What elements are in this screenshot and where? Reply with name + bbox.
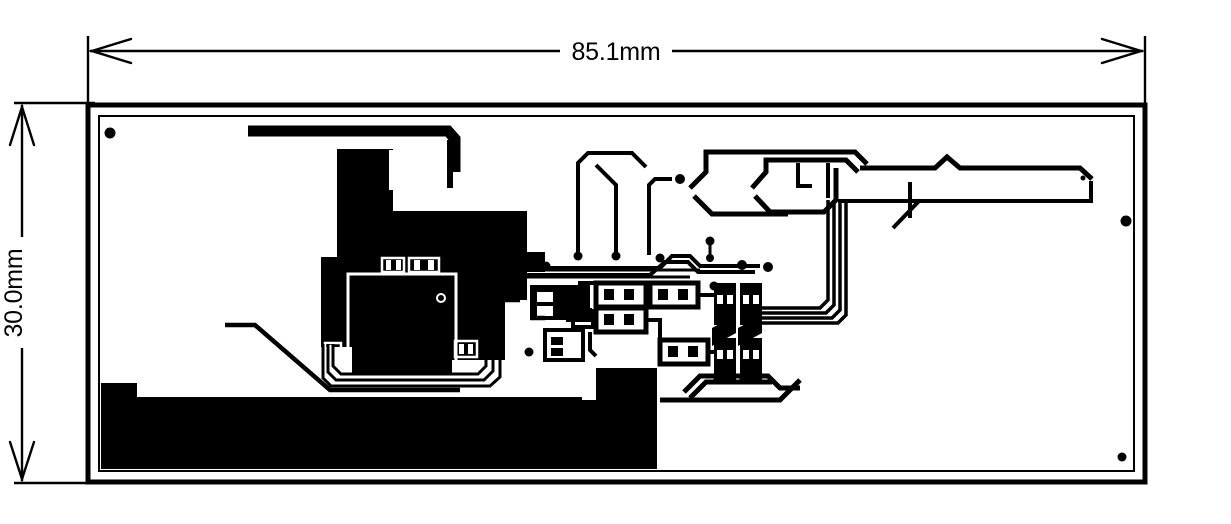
component-cluster-center — [530, 280, 711, 367]
dimension-annotations — [8, 36, 1147, 485]
trace-group-left-mid — [505, 297, 545, 321]
trace-bus-ic-wrap-2 — [326, 262, 495, 382]
arrowhead-right-icon — [1100, 37, 1146, 65]
via-cluster-6 — [709, 281, 719, 291]
height-dimension-label: 30.0mm — [0, 248, 28, 337]
trace-diagonal-lower-left — [225, 322, 460, 393]
component-cluster-right — [712, 283, 762, 380]
via-cluster-4 — [737, 260, 747, 270]
via-top-right-small — [1080, 175, 1086, 181]
trace-group-top-right-thin — [796, 163, 1093, 230]
mounting-hole-top-left — [104, 127, 116, 139]
ground-pour-bottom — [101, 383, 657, 469]
ground-pour-step — [101, 383, 137, 469]
copper-artwork — [101, 125, 1094, 469]
smd-pad-group-top — [380, 256, 441, 274]
board-inner-outline — [98, 115, 1135, 472]
mounting-hole-bottom-right — [1117, 452, 1127, 462]
trace-bus-ic-wrap-3 — [321, 262, 502, 388]
via-cluster-1 — [524, 347, 534, 357]
via-top-2 — [611, 251, 621, 261]
via-top-1 — [573, 251, 583, 261]
trace-bus-ic-wrap-1 — [331, 262, 488, 376]
trace-mid-bus-1 — [505, 254, 760, 270]
via-cluster-2 — [541, 261, 551, 271]
arrowhead-bottom-icon — [8, 440, 36, 483]
ground-pour-notch — [596, 368, 657, 400]
via-top-3 — [675, 174, 685, 184]
ic-outline-silk — [346, 272, 458, 379]
width-dimension-label: 85.1mm — [571, 38, 660, 66]
arrowhead-left-icon — [87, 37, 133, 65]
via-top-5 — [706, 254, 714, 262]
mounting-hole-right-upper — [1120, 215, 1132, 227]
trace-bundle-right-vertical — [760, 200, 848, 325]
trace-mid-bus-2 — [505, 260, 755, 277]
trace-group-lower-right — [660, 373, 802, 403]
via-cluster-3 — [655, 253, 665, 263]
board-outline — [85, 102, 1148, 485]
copper-pour-upper-notch — [389, 150, 399, 190]
trace-group-center-cluster — [560, 281, 714, 358]
trace-top-left-horizontal — [248, 125, 461, 172]
arrowhead-top-icon — [8, 103, 36, 147]
trace-group-top-vias — [576, 151, 672, 255]
via-cluster-5 — [763, 262, 773, 272]
ic-main-body — [352, 278, 452, 373]
ic-pin1-marker — [436, 293, 446, 303]
trace-group-top-right — [688, 149, 1094, 217]
